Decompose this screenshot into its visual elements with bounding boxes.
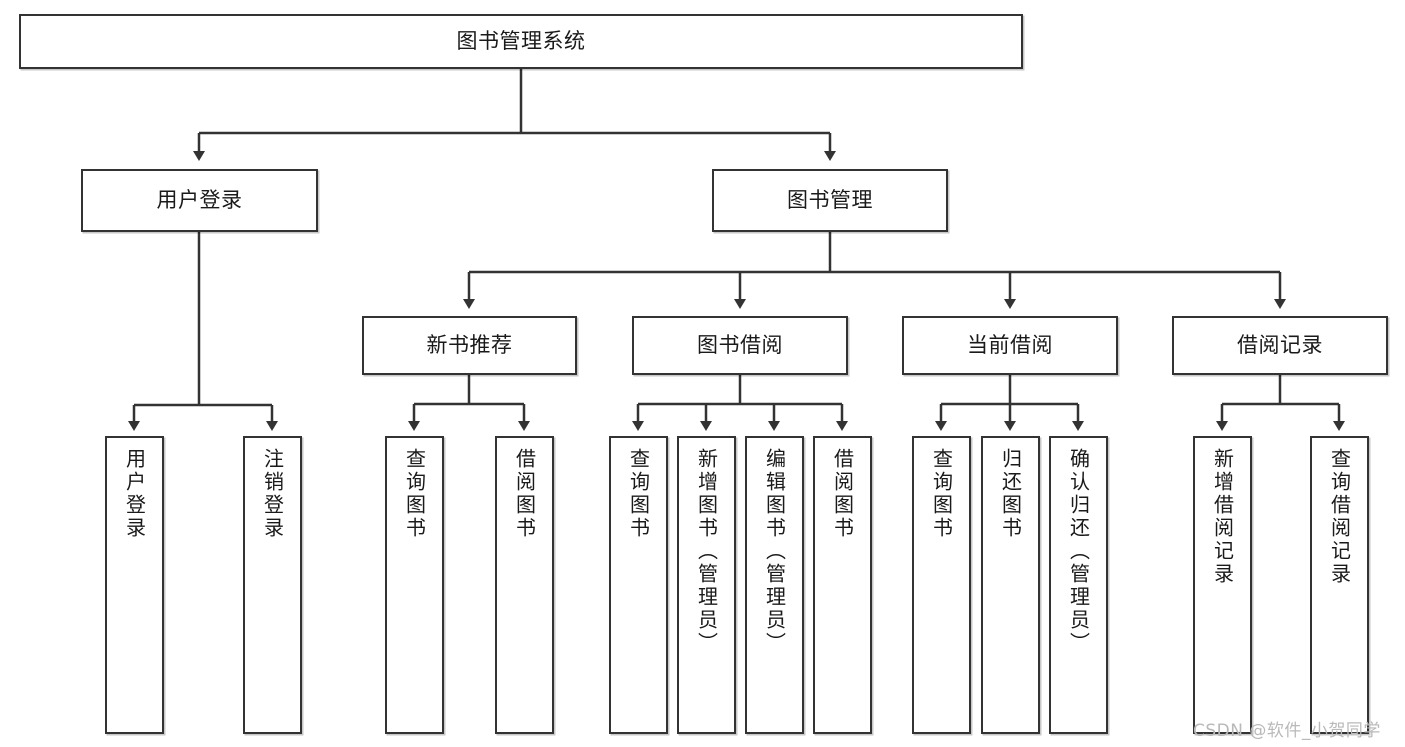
node-book-management[interactable]: 图书管理 — [712, 169, 948, 232]
node-label: 当前借阅 — [967, 333, 1053, 358]
leaf-user-login-signin[interactable]: 用户登录 — [105, 436, 164, 734]
node-user-login[interactable]: 用户登录 — [81, 169, 318, 232]
node-label: 查询借阅记录 — [1327, 448, 1352, 586]
node-current-borrow[interactable]: 当前借阅 — [902, 316, 1118, 375]
node-label: 用户登录 — [156, 188, 243, 213]
node-label: 注销登录 — [260, 448, 285, 540]
node-label: 图书借阅 — [697, 333, 783, 358]
node-label: 编辑图书（管理员） — [762, 448, 787, 655]
node-label: 确认归还（管理员） — [1066, 448, 1091, 655]
leaf-user-login-signout[interactable]: 注销登录 — [243, 436, 302, 734]
node-book-borrow[interactable]: 图书借阅 — [632, 316, 848, 375]
leaf-record-query-record[interactable]: 查询借阅记录 — [1310, 436, 1369, 734]
node-label: 借阅图书 — [512, 448, 537, 540]
node-label: 图书管理系统 — [456, 29, 586, 54]
node-label: 用户登录 — [122, 448, 147, 540]
node-label: 新增借阅记录 — [1210, 448, 1235, 586]
node-root-system[interactable]: 图书管理系统 — [19, 14, 1023, 69]
leaf-borrow-borrow-book[interactable]: 借阅图书 — [813, 436, 872, 734]
leaf-borrow-query-book[interactable]: 查询图书 — [609, 436, 668, 734]
leaf-recommend-query-book[interactable]: 查询图书 — [385, 436, 444, 734]
leaf-current-query-book[interactable]: 查询图书 — [912, 436, 971, 734]
node-label: 借阅图书 — [830, 448, 855, 540]
node-label: 查询图书 — [929, 448, 954, 540]
node-label: 新增图书（管理员） — [694, 448, 719, 655]
node-label: 新书推荐 — [426, 333, 513, 358]
node-label: 查询图书 — [402, 448, 427, 540]
node-label: 归还图书 — [998, 448, 1023, 540]
node-new-book-recommend[interactable]: 新书推荐 — [362, 316, 577, 375]
node-borrow-record[interactable]: 借阅记录 — [1172, 316, 1388, 375]
leaf-current-return-book[interactable]: 归还图书 — [981, 436, 1040, 734]
node-label: 查询图书 — [626, 448, 651, 540]
leaf-borrow-add-book-admin[interactable]: 新增图书（管理员） — [677, 436, 736, 734]
node-label: 借阅记录 — [1237, 333, 1323, 358]
leaf-record-add-record[interactable]: 新增借阅记录 — [1193, 436, 1252, 734]
node-label: 图书管理 — [787, 188, 873, 213]
leaf-borrow-edit-book-admin[interactable]: 编辑图书（管理员） — [745, 436, 804, 734]
leaf-current-confirm-return-admin[interactable]: 确认归还（管理员） — [1049, 436, 1108, 734]
leaf-recommend-borrow-book[interactable]: 借阅图书 — [495, 436, 554, 734]
